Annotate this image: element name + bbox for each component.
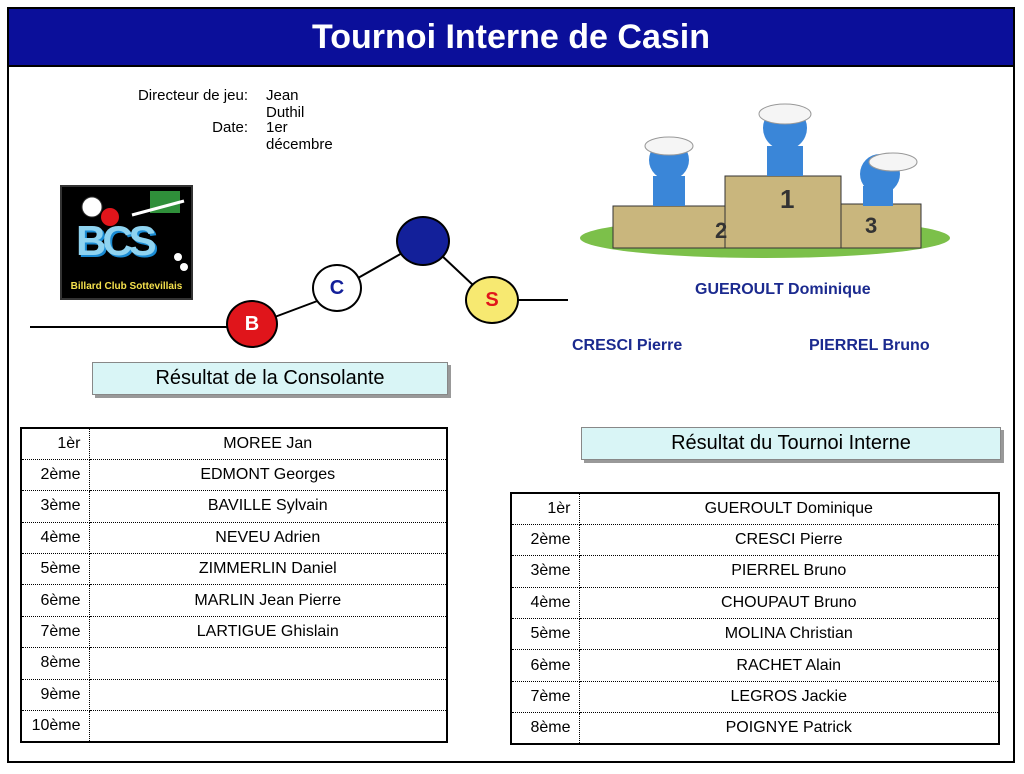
rank-cell: 8ème — [21, 647, 90, 680]
date-value: 1er décembre — [266, 119, 333, 153]
rank-cell: 7ème — [511, 681, 580, 714]
podium-second-name: CRESCI Pierre — [572, 337, 683, 354]
logo-graphic — [81, 191, 188, 271]
page-title: Tournoi Interne de Casin — [9, 9, 1013, 67]
rank-cell: 6ème — [21, 584, 90, 617]
rank-cell: 5ème — [511, 618, 580, 651]
player-name-cell: LEGROS Jackie — [579, 681, 999, 714]
player-name-cell: MOLINA Christian — [579, 618, 999, 651]
rank-cell: 9ème — [21, 679, 90, 712]
rank-cell: 2ème — [511, 524, 580, 557]
table-row: 8ème — [21, 647, 447, 680]
rank-cell: 1èr — [511, 493, 580, 525]
rank-cell: 2ème — [21, 459, 90, 492]
rank-cell: 3ème — [511, 555, 580, 588]
player-name-cell: PIERREL Bruno — [579, 555, 999, 588]
ball-c: C — [312, 264, 362, 312]
tournoi-title: Résultat du Tournoi Interne — [581, 427, 1001, 460]
player-name-cell — [89, 679, 447, 712]
player-name-cell: ZIMMERLIN Daniel — [89, 553, 447, 586]
rank-cell: 1èr — [21, 428, 90, 460]
director-label: Directeur de jeu: — [137, 87, 248, 104]
player-name-cell: POIGNYE Patrick — [725, 719, 852, 737]
player-name-cell: GUEROULT Dominique — [579, 493, 999, 525]
svg-text:3: 3 — [865, 213, 877, 238]
ball-s: S — [465, 276, 519, 324]
player-name-cell: EDMONT Georges — [89, 459, 447, 492]
rank-cell: 10ème — [21, 710, 90, 742]
table-row: 9ème — [21, 679, 447, 712]
player-name-cell: LARTIGUE Ghislain — [89, 616, 447, 649]
club-logo: BCS Billard Club Sottevillais — [60, 185, 193, 300]
player-name-cell: MOREE Jan — [89, 428, 447, 460]
player-name-cell: NEVEU Adrien — [89, 522, 447, 555]
date-label: Date: — [212, 119, 248, 136]
player-name-cell: CHOUPAUT Bruno — [579, 587, 999, 620]
podium-illustration: 1 2 3 — [580, 103, 950, 258]
rank-cell: 8ème — [511, 712, 580, 745]
logo-brand-text: Billard Club Sottevillais — [70, 281, 183, 292]
consolante-title: Résultat de la Consolante — [92, 362, 448, 395]
table-row: 8ème POIGNYE Patrick — [511, 712, 999, 745]
rank-cell: 4ème — [21, 522, 90, 555]
rank-cell: 6ème — [511, 649, 580, 682]
ball-blue — [396, 216, 450, 266]
rank-cell: 3ème — [21, 490, 90, 523]
director-value: Jean Duthil — [266, 87, 305, 121]
logo-monogram: BCS — [76, 217, 157, 264]
svg-text:1: 1 — [780, 184, 794, 214]
page-frame — [7, 7, 1015, 763]
player-name-cell: RACHET Alain — [579, 649, 999, 682]
podium-first-name: GUEROULT Dominique — [695, 281, 871, 298]
rank-cell: 7ème — [21, 616, 90, 649]
rank-cell: 5ème — [21, 553, 90, 586]
player-name-cell — [89, 711, 447, 742]
ball-b: B — [226, 300, 278, 348]
player-name-cell: BAVILLE Sylvain — [89, 490, 447, 523]
player-name-cell — [89, 647, 447, 680]
svg-text:2: 2 — [715, 218, 727, 243]
podium-third-name: PIERREL Bruno — [809, 337, 930, 354]
rank-cell: 4ème — [511, 587, 580, 620]
player-name-cell: CRESCI Pierre — [579, 524, 999, 557]
table-row: 10ème — [21, 710, 447, 742]
player-name-cell: MARLIN Jean Pierre — [89, 584, 447, 617]
